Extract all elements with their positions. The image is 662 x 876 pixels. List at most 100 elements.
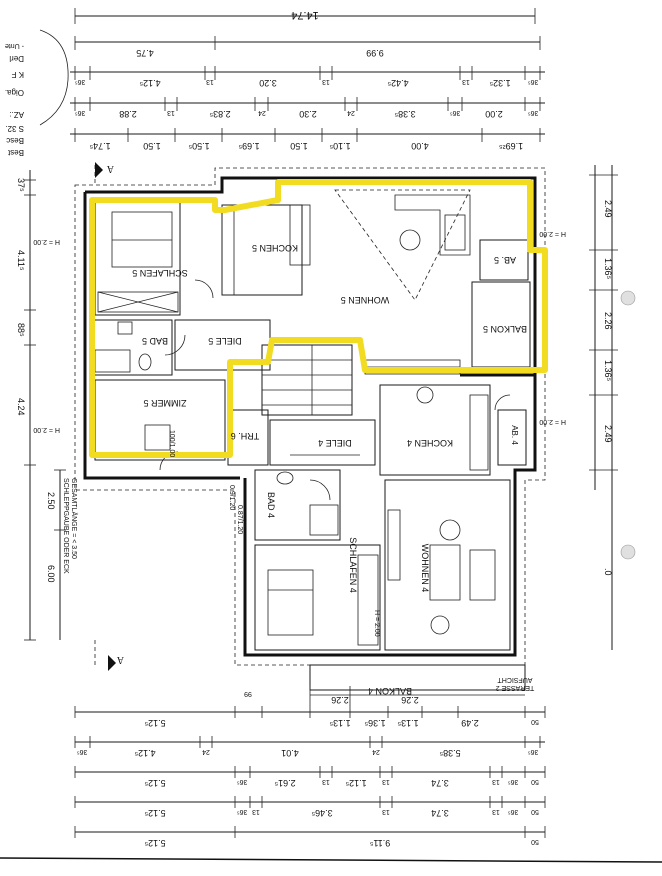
bottom-dimension-chains: TERASSE 2 AUFSICHT 5.12⁵ 99 2.26 2.26 1.…	[74, 676, 546, 848]
dim-bot-r3-9: 50	[531, 778, 539, 785]
section-arrow-icon	[108, 655, 116, 671]
dim-top-r2-8: 36⁵	[528, 78, 539, 85]
dim-top-r3-5: 2.30	[299, 109, 317, 119]
corner-text-6: Derl	[9, 54, 24, 63]
dim-bot-r2-4: 24	[372, 748, 380, 755]
dim-top-r3-0: 36⁵	[75, 109, 86, 116]
annotations: H = 2.00 H = 2.00 H = 2.00 H = 2.00 100/…	[33, 230, 566, 637]
dim-bot-r3-2: 2.61⁵	[274, 778, 296, 788]
terrace-note: TERASSE 2	[496, 684, 535, 691]
dim-top-r1-a: 4.75	[136, 48, 154, 58]
dim-bot-r3-1: 36⁵	[237, 778, 248, 785]
dim-top-r1-b: 9.99	[366, 48, 384, 58]
dim-top-r4-7: 1.69²⁵	[499, 141, 524, 151]
dim-bot-r2-2: 24	[202, 748, 210, 755]
dim-bot-r3-6: 3.74	[431, 778, 449, 788]
dim-bot-r4-3: 3.46⁵	[311, 808, 333, 818]
dim-top-r4-0: 1.74⁵	[89, 141, 111, 151]
dim-top-r3-4: 24	[258, 109, 266, 116]
corner-text-5: K F	[11, 70, 24, 79]
corner-text-4: Oiga.	[5, 88, 24, 97]
height-note-inner: H = 2.00	[373, 610, 380, 637]
flat-4-walls	[159, 279, 527, 651]
dim-bot-r3-4: 1.12⁵	[345, 778, 367, 788]
corner-text-0: Best	[7, 148, 24, 157]
dim-right-e: 2.49	[603, 425, 613, 443]
dim-top-r2-1: 4.12⁵	[139, 78, 161, 88]
section-markers: A A	[94, 162, 124, 671]
dim-bot-r2-3: 4.01	[281, 748, 299, 758]
dim-bot-r1-8: 50	[531, 718, 539, 725]
dim-bot-r1-0: 5.12⁵	[144, 718, 166, 728]
dim-top-r4-3: 1.69⁵	[238, 141, 260, 151]
dim-bot-r1-3: 2.26	[401, 695, 419, 705]
dim-bot-r4-0: 5.12⁵	[144, 808, 166, 818]
dim-top-r4-2: 1.50⁵	[188, 141, 210, 151]
room-ab-4: AB. 4	[510, 425, 519, 445]
corner-text-3: AZ.:	[9, 110, 24, 119]
dim-top-r2-6: 13	[462, 78, 470, 85]
punch-hole-icon	[620, 290, 636, 306]
dim-bot-r3-3: 13	[322, 778, 330, 785]
dim-top-r3-7: 3.38⁵	[394, 109, 416, 119]
dim-top-r4-1: 1.50	[143, 141, 161, 151]
dim-bot-r4-5: 3.74	[431, 808, 449, 818]
dim-bot-r2-6: 36⁵	[528, 748, 539, 755]
room-treppe-6: TRH. 6	[231, 431, 260, 441]
dim-bot-r4-4: 13	[382, 808, 390, 815]
room-wohnen-4: WOHNEN 4	[420, 544, 430, 593]
section-mark-bottom: A	[116, 654, 124, 665]
dim-left-b: 88⁵	[16, 323, 26, 337]
dim-bot-r3-0: 5.12⁵	[144, 778, 166, 788]
dim-top-r2-5: 4.42⁵	[387, 78, 409, 88]
corner-text-7: - Unte	[5, 42, 24, 49]
room-diele-5: DIELE 5	[208, 336, 242, 346]
room-diele-4: DIELE 4	[318, 438, 352, 448]
corner-text-2: S 32.	[5, 124, 24, 133]
dim-right-a: 2.49	[603, 200, 613, 218]
dim-top-r3-8: 36⁵	[450, 109, 461, 116]
dim-bot-r2-1: 4.12⁵	[134, 748, 156, 758]
dim-top-r2-0: 36⁵	[75, 78, 86, 85]
dim-bot-r4-6: 13	[492, 808, 500, 815]
dim-bot-r1-6: 1.13⁵	[397, 718, 419, 728]
dim-bot-r5-0: 5.12⁵	[144, 838, 166, 848]
highlight-outline	[89, 179, 548, 458]
dim-left-e: 6.00	[46, 565, 56, 583]
dim-bot-r4-2: 13	[252, 808, 260, 815]
overall-width-label: 14.74	[291, 9, 319, 21]
dim-bot-r5-1: 9.11⁵	[369, 838, 390, 848]
dim-top-r2-7: 1.32⁵	[489, 78, 511, 88]
dim-top-r3-6: 24	[347, 109, 355, 116]
dim-top-r4-5: 1.10⁵	[329, 141, 351, 151]
height-note-1: H = 2.00	[33, 238, 60, 245]
window-note-1: 100/1.00	[168, 430, 175, 457]
dim-bot-r3-8: 36⁵	[508, 778, 519, 785]
dim-bot-r4-8: 50	[531, 808, 539, 815]
room-bad-4: BAD 4	[266, 492, 276, 518]
dim-right-f: .0	[603, 568, 613, 576]
dim-top-r3-1: 2.88	[119, 109, 137, 119]
dim-top-r2-4: 13	[322, 78, 330, 85]
dim-bot-r1-1: 99	[244, 690, 252, 697]
dim-top-r3-3: 2.83⁵	[209, 109, 231, 119]
left-dimension-chain: 37⁵ 4.11⁵ 88⁵ 4.24 2.50 6.00 SCHLEPPGAUB…	[16, 170, 78, 641]
dim-top-r3-10: 36⁵	[528, 109, 539, 116]
stair-note-2: GESAMTLÄNGE = < 3.50	[70, 478, 78, 559]
room-balkon-4: BALKON 4	[368, 686, 412, 696]
dim-top-r3-9: 2.00	[485, 109, 503, 119]
room-schlafen-4: SCHLAFEN 4	[348, 537, 358, 593]
page-edge-line	[0, 857, 662, 863]
dim-top-r4-4: 1.50	[290, 141, 308, 151]
dim-bot-r4-7: 36⁵	[508, 808, 519, 815]
room-balkon-5: BALKON 5	[483, 324, 527, 334]
right-dimension-chain: 2.49 1.36⁵ 2.26 1.36⁵ 2.49 .0	[589, 165, 636, 650]
room-kochen-5: KOCHEN 5	[252, 243, 298, 253]
stair-note-1: SCHLEPPGAUBE ODER ECK	[62, 478, 69, 574]
room-zimmer-5: ZIMMER 5	[143, 398, 186, 408]
height-note-4: H = 2.00	[539, 418, 566, 425]
dim-bot-r3-7: 13	[492, 778, 500, 785]
dim-bot-r4-1: 36⁵	[237, 808, 248, 815]
dim-bot-r5-2: 50	[531, 838, 539, 845]
